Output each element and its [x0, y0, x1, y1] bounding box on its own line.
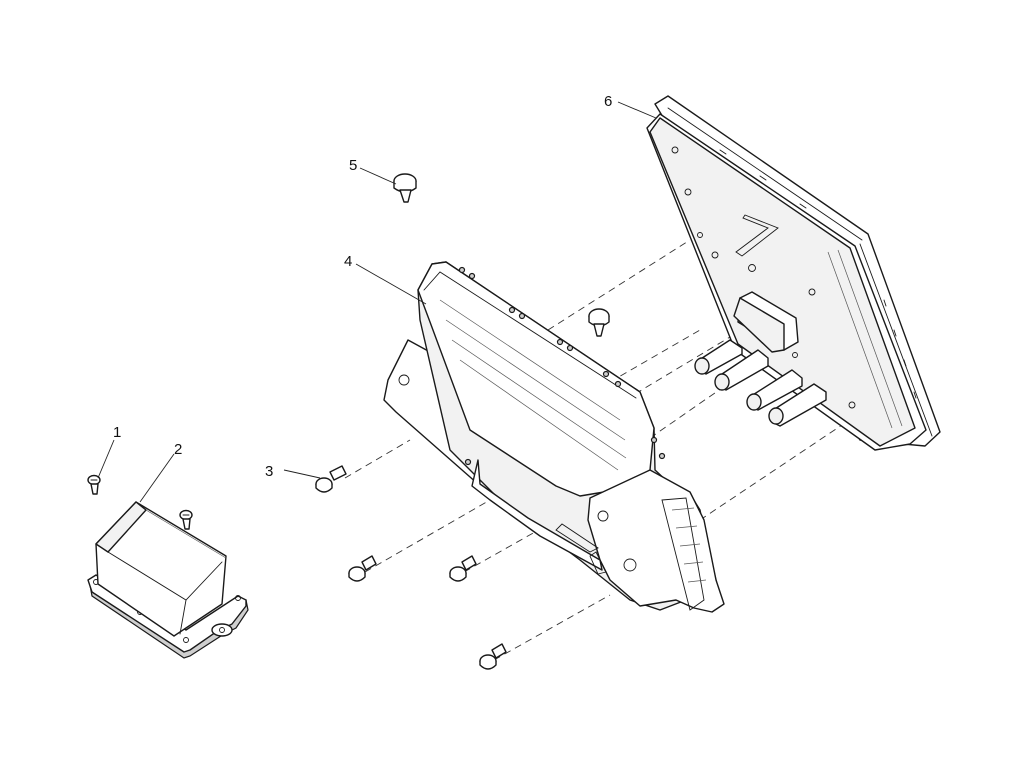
plate-holes	[671, 146, 856, 409]
small-screw	[179, 509, 193, 530]
connector-plug	[746, 369, 803, 411]
flange-bolt	[315, 465, 347, 493]
callout-3: 3	[265, 463, 273, 480]
plate-connectors	[694, 291, 827, 427]
flange-bolt	[449, 555, 477, 582]
push-clip	[393, 173, 417, 203]
connector-plug	[768, 383, 827, 427]
flange-bolt	[479, 643, 507, 670]
flange-bolt	[348, 555, 377, 582]
housing-tabs	[458, 266, 666, 466]
callout-labels: 1 2 3 4 5 6	[113, 93, 612, 480]
callout-6: 6	[604, 93, 612, 110]
small-screw	[87, 474, 101, 495]
plate-rivets	[719, 149, 917, 399]
connector-plug	[694, 339, 743, 375]
relay-box	[87, 501, 249, 659]
callout-leaders	[97, 101, 657, 503]
push-clip	[588, 308, 610, 337]
callout-4: 4	[344, 253, 352, 270]
callout-1: 1	[113, 424, 121, 441]
control-unit-housing	[383, 261, 725, 613]
callout-5: 5	[349, 157, 357, 174]
callout-2: 2	[174, 441, 182, 458]
connector-plug	[714, 349, 769, 391]
